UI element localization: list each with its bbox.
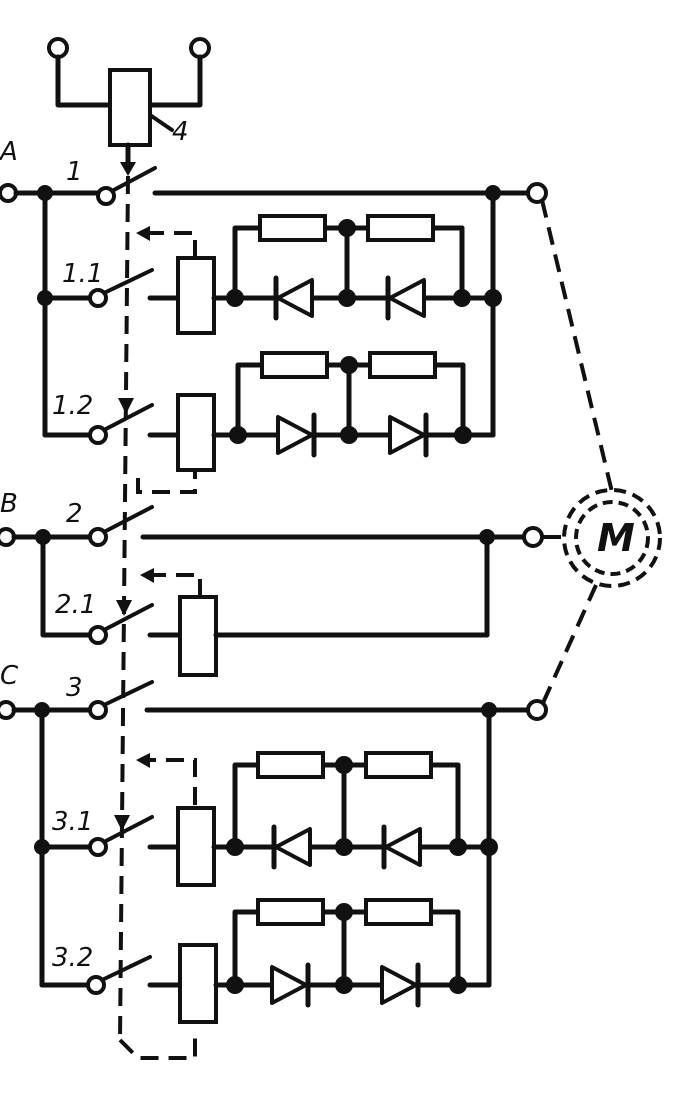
resistor-1-1a [258, 214, 327, 242]
phase-b-group: B 2 2.1 [0, 489, 544, 677]
coil-3-1 [176, 806, 216, 887]
switch-1-1-contact [88, 288, 108, 308]
resistor-1-2a [260, 351, 329, 379]
resistor-3-1b [364, 751, 433, 779]
coil-1-2 [176, 393, 216, 472]
switch-2-1-contact [88, 625, 108, 645]
diode-1-1b [388, 278, 426, 318]
motor-label: M [597, 516, 635, 560]
diode-3-2a [270, 965, 308, 1005]
switch-3-2-contact [86, 975, 106, 995]
diode-3-1a [274, 827, 312, 867]
switch-2-contact [88, 527, 108, 547]
resistor-3-2b [364, 898, 433, 926]
coil-3-2 [178, 943, 218, 1024]
label-relay-4: 4 [172, 117, 189, 147]
switch-1-contact [96, 186, 116, 206]
diode-1-1a [276, 278, 314, 318]
relay-terminal-left [47, 37, 69, 59]
diode-1-2b [388, 415, 426, 455]
phase-b-output-terminal [522, 526, 544, 548]
label-switch-3: 3 [66, 673, 83, 703]
relay-4-group: 4 [47, 37, 211, 176]
motor-group: M [540, 199, 662, 704]
label-phase-b: B [0, 489, 18, 519]
switch-3-1-contact [88, 837, 108, 857]
coil-1-1 [176, 256, 216, 335]
resistor-1-2b [368, 351, 437, 379]
diode-3-1b [384, 827, 422, 867]
mechanical-linkage [114, 175, 202, 1060]
label-switch-2: 2 [66, 499, 83, 529]
label-phase-a: A [0, 137, 18, 167]
coil-2-1 [178, 595, 218, 677]
phase-c-group: C 3 3.1 [0, 661, 548, 1024]
switch-3-contact [88, 700, 108, 720]
motor-inner-ring [574, 500, 650, 576]
phase-c-output-terminal [526, 699, 548, 721]
label-switch-2-1: 2.1 [55, 590, 96, 620]
resistor-1-1b [366, 214, 435, 242]
label-switch-3-2: 3.2 [52, 943, 93, 973]
switch-1-blade [110, 166, 157, 193]
label-switch-3-1: 3.1 [52, 807, 93, 837]
diode-3-2b [380, 965, 418, 1005]
label-switch-1-1: 1.1 [62, 259, 103, 289]
resistor-3-2a [256, 898, 325, 926]
switch-1-2-contact [88, 425, 108, 445]
label-switch-1-2: 1.2 [52, 391, 93, 421]
diode-1-2a [276, 415, 314, 455]
label-phase-c: C [0, 661, 19, 691]
phase-a-group: A 1 1.1 [0, 137, 548, 472]
label-switch-1: 1 [66, 157, 83, 187]
resistor-3-1a [256, 751, 325, 779]
relay-terminal-right [189, 37, 211, 59]
phase-a-output-terminal [526, 182, 548, 204]
relay-4-coil [108, 68, 152, 147]
